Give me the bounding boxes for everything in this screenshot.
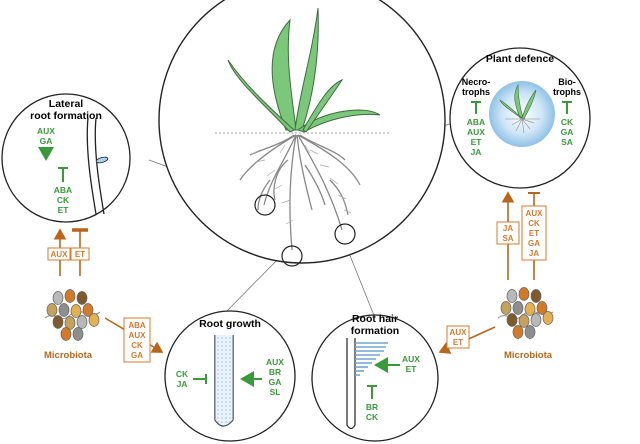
left-right-box-1: ABA <box>128 321 146 330</box>
lateral-title-line2: root formation <box>30 110 102 122</box>
necro-hormone-2: AUX <box>467 127 485 137</box>
zoom-circle-lateral <box>254 194 276 216</box>
zoom-circle-tip <box>281 245 303 267</box>
right-up-box2-5: JA <box>529 249 539 258</box>
right-up-box2-3: ET <box>529 229 539 238</box>
right-hair-box-1: AUX <box>450 328 468 337</box>
right-up-box2-1: AUX <box>526 209 544 218</box>
necrotrophs-label-2: trophs <box>462 87 490 97</box>
lateral-inhibitor-1: ABA <box>54 185 72 195</box>
growth-title: Root growth <box>199 318 261 330</box>
growth-promoter-1: AUX <box>266 357 284 367</box>
lateral-promoter-1: AUX <box>37 126 55 136</box>
hair-promoter-1: AUX <box>402 354 420 364</box>
necro-hormone-4: JA <box>471 147 482 157</box>
biotrophs-label-2: trophs <box>553 87 581 97</box>
left-right-box-4: GA <box>131 351 143 360</box>
growth-promoter-4: SL <box>270 387 281 397</box>
hair-promoter-2: ET <box>406 364 418 374</box>
bio-hormone-1: CK <box>561 117 574 127</box>
root-hair-panel: Root hair formation AUX ET BR CK <box>311 313 439 442</box>
lateral-inhibitor-2: CK <box>57 195 70 205</box>
lateral-inhibitor-3: ET <box>58 205 70 215</box>
right-up-box1-1: JA <box>503 224 513 233</box>
left-up-box-2: ET <box>75 250 85 259</box>
right-up-box1-2: SA <box>502 234 513 243</box>
microbiota-left-label: Microbiota <box>44 350 93 361</box>
lateral-title-line1: Lateral <box>49 98 84 110</box>
bio-hormone-2: GA <box>561 127 574 137</box>
right-up-box2-4: GA <box>528 239 540 248</box>
central-plant-view <box>158 0 446 267</box>
hair-title-line1: Root hair <box>352 313 398 325</box>
growth-promoter-3: GA <box>269 377 282 387</box>
hair-inhibitor-2: CK <box>366 412 379 422</box>
hair-inhibitor-1: BR <box>366 402 378 412</box>
defence-title: Plant defence <box>486 53 554 65</box>
microbiota-right-label: Microbiota <box>504 350 553 361</box>
right-hair-box-2: ET <box>453 338 463 347</box>
growth-inhibitor-2: JA <box>177 379 188 389</box>
left-right-box-2: AUX <box>129 331 147 340</box>
plant-defence-panel: Plant defence Necro- trophs ABA AUX ET J… <box>449 47 591 189</box>
right-up-box2-2: CK <box>528 219 540 228</box>
microbiota-right: Microbiota AUX ET JA SA AUX CK ET GA JA <box>438 191 554 361</box>
growth-inhibitor-1: CK <box>176 369 189 379</box>
left-up-box-1: AUX <box>51 250 69 259</box>
growth-promoter-2: BR <box>269 367 281 377</box>
hair-title-line2: formation <box>351 325 399 337</box>
necrotrophs-label-1: Necro- <box>462 77 491 87</box>
lateral-promoter-2: GA <box>40 136 53 146</box>
plant-leaves <box>227 7 381 133</box>
lateral-root-panel: Lateral root formation AUX GA ABA CK ET <box>1 93 131 223</box>
necro-hormone-1: ABA <box>467 117 485 127</box>
bio-hormone-3: SA <box>561 137 573 147</box>
root-growth-panel: Root growth CK JA AUX BR GA SL <box>164 310 296 442</box>
root-hairs <box>355 342 388 376</box>
left-right-box-3: CK <box>131 341 143 350</box>
necro-hormone-3: ET <box>471 137 483 147</box>
zoom-circle-hair <box>334 223 356 245</box>
biotrophs-label-1: Bio- <box>558 77 576 87</box>
microbiota-left: Microbiota AUX ET ABA AUX CK GA <box>44 228 164 363</box>
